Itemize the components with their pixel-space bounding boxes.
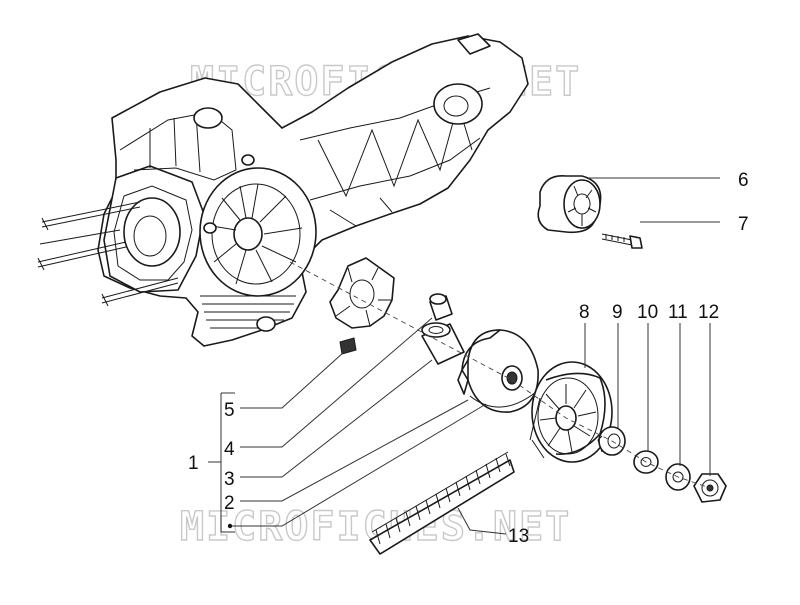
- crankcase-studs: [37, 201, 179, 307]
- assembly-axes: [289, 261, 711, 489]
- callout-3: 3: [224, 469, 235, 490]
- bolt-7: [601, 233, 643, 249]
- fan-pulley: [529, 361, 613, 463]
- callout-13: 13: [508, 526, 529, 547]
- callout-12: 12: [698, 302, 719, 323]
- callout-7: 7: [738, 214, 749, 235]
- callout-9: 9: [612, 302, 623, 323]
- bushing-small: [429, 293, 453, 321]
- ramp-plate: [329, 257, 395, 329]
- crankcase-housing: [97, 33, 529, 347]
- callout-5: 5: [224, 400, 235, 421]
- callout-labels: 1 2 3 4 5 6 7 8 9 10 11 12 13: [188, 170, 749, 547]
- callout-10: 10: [637, 302, 658, 323]
- callout-4: 4: [224, 439, 235, 460]
- callout-1: 1: [188, 453, 199, 474]
- callout-11: 11: [668, 302, 688, 323]
- roller-weight: [537, 175, 602, 234]
- callout-2: 2: [224, 493, 235, 514]
- bushing-large: [421, 322, 465, 365]
- callout-6: 6: [738, 170, 749, 191]
- callout-8: 8: [579, 302, 590, 323]
- variator-pulley: [457, 329, 539, 413]
- slider-block: [339, 337, 357, 355]
- group-dot: [227, 523, 233, 529]
- leader-lines: [208, 177, 720, 535]
- drive-belt: [369, 451, 515, 555]
